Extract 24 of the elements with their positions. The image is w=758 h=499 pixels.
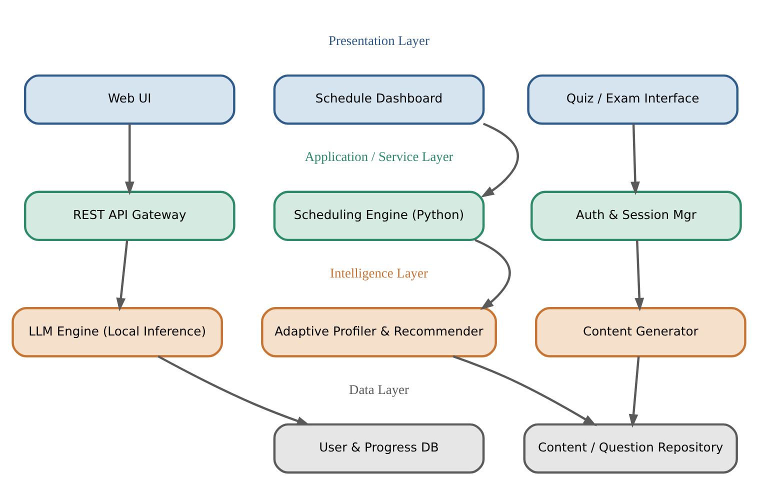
arrow [116,239,128,311]
arrow [452,354,597,426]
arrow [474,238,511,310]
node-box: Content Generator [535,306,746,357]
node-box: Auth & Session Mgr [530,190,742,241]
node-box: Content / Question Repository [523,422,738,474]
node-box: Schedule Dashboard [273,74,485,124]
label: Presentation Layer [328,32,430,48]
node-box: REST API Gateway [24,190,236,241]
node-box: LLM Engine (Local Inference) [12,306,223,357]
arrow [628,356,640,428]
arrow [158,354,310,426]
label: Data Layer [349,381,409,396]
arrow [630,123,640,195]
arrow [124,123,134,195]
arrow [634,240,644,311]
node-box: Scheduling Engine (Python) [273,190,485,241]
node-box: Quiz / Exam Interface [527,74,738,124]
node-box: Adaptive Profiler & Recommender [261,306,497,357]
label: Intelligence Layer [330,265,428,280]
node-box: Web UI [24,74,236,124]
label: Application / Service Layer [304,148,454,164]
node-box: User & Progress DB [273,422,485,474]
arrow [480,122,520,198]
